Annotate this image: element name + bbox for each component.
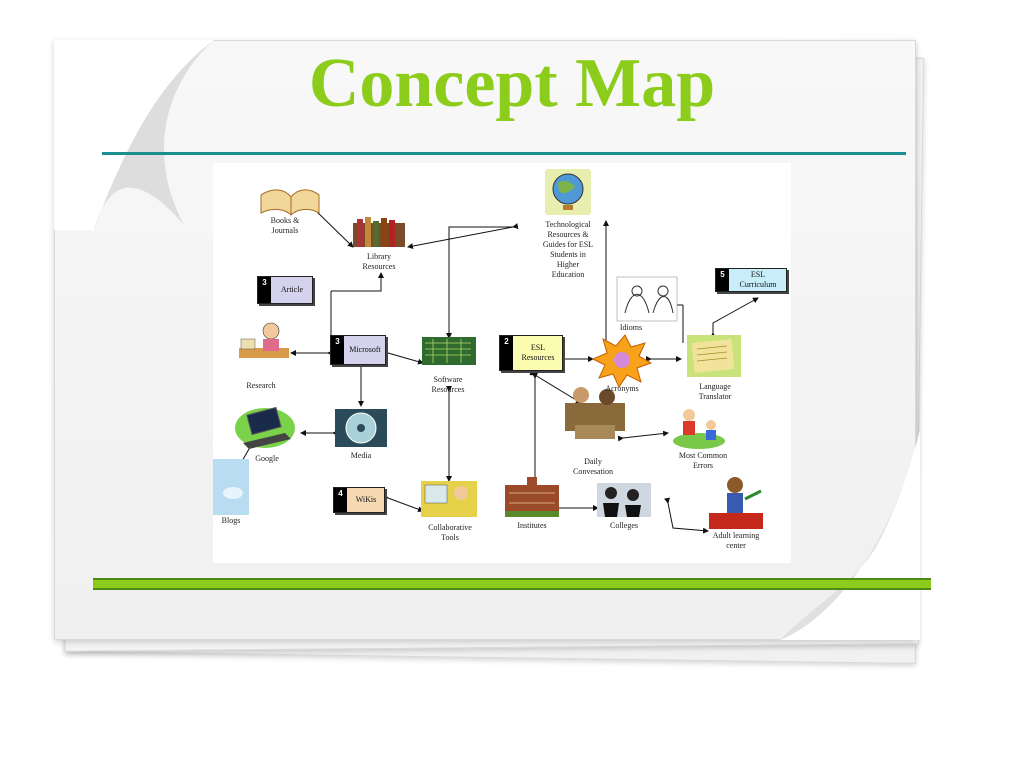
blogs-image-icon bbox=[213, 459, 249, 515]
box-article-number: 3 bbox=[258, 277, 271, 303]
software-board-icon bbox=[422, 337, 476, 365]
node-colleges: Colleges bbox=[610, 521, 638, 530]
box-wikis-label: WiKis bbox=[355, 495, 377, 504]
box-microsoft-label: Microsoft bbox=[349, 345, 381, 354]
node-blogs: Blogs bbox=[221, 516, 241, 525]
researcher-icon bbox=[239, 322, 289, 358]
graduates-icon bbox=[597, 483, 651, 517]
kids-playing-icon bbox=[673, 409, 725, 449]
node-software-resources: Software Resources bbox=[431, 375, 465, 394]
box-esl-resources: 2 ESL Resources bbox=[499, 335, 563, 371]
node-books-journals: Books & Journals bbox=[270, 216, 300, 235]
box-esl-resources-label: ESL Resources bbox=[521, 343, 555, 362]
title-underline bbox=[102, 152, 906, 155]
node-collaborative-tools: Collaborative Tools bbox=[428, 523, 472, 542]
adult-learner-icon bbox=[709, 477, 763, 529]
page-curl-top-left bbox=[54, 40, 214, 230]
node-google: Google bbox=[255, 454, 279, 463]
node-most-common-errors: Most Common Errors bbox=[678, 451, 728, 470]
page-title: Concept Map bbox=[308, 45, 716, 122]
esl-starburst-icon bbox=[591, 334, 653, 389]
node-institutes: Institutes bbox=[517, 521, 547, 530]
institutes-building-icon bbox=[505, 477, 559, 517]
node-media: Media bbox=[350, 451, 372, 460]
library-books-icon bbox=[353, 217, 405, 247]
box-article: 3 Article bbox=[257, 276, 313, 304]
node-acronyms: Acronyms bbox=[605, 384, 639, 393]
node-library-resources: Library Resources bbox=[362, 252, 396, 271]
concept-map-graphics bbox=[213, 169, 763, 534]
cd-media-icon bbox=[335, 409, 387, 447]
box-esl-curriculum-label: ESL Curriculum bbox=[739, 270, 777, 289]
box-article-label: Article bbox=[280, 285, 304, 294]
node-idioms: Idioms bbox=[619, 323, 643, 332]
node-daily-conversation: Daily Convesation bbox=[573, 457, 613, 476]
bottom-divider bbox=[93, 578, 931, 590]
conversation-group-icon bbox=[565, 387, 625, 439]
box-esl-resources-number: 2 bbox=[500, 336, 513, 370]
translator-notepad-icon bbox=[687, 335, 741, 377]
box-wikis: 4 WiKis bbox=[333, 487, 385, 513]
node-research: Research bbox=[246, 381, 276, 390]
concept-map: Technological Resources & Guides for ESL… bbox=[213, 163, 791, 563]
collaborative-computer-icon bbox=[421, 481, 477, 517]
laptop-icon bbox=[235, 406, 295, 449]
box-esl-curriculum-number: 5 bbox=[716, 269, 729, 291]
node-adult-learning-center: Adult learning center bbox=[712, 531, 760, 550]
box-wikis-number: 4 bbox=[334, 488, 347, 512]
globe-icon bbox=[545, 169, 591, 215]
node-tech-resources: Technological Resources & Guides for ESL… bbox=[542, 220, 594, 279]
box-microsoft-number: 3 bbox=[331, 336, 344, 364]
node-language-translator: Language Translator bbox=[698, 382, 732, 401]
box-esl-curriculum: 5 ESL Curriculum bbox=[715, 268, 787, 292]
box-microsoft: 3 Microsoft bbox=[330, 335, 386, 365]
open-book-icon bbox=[260, 189, 320, 216]
idioms-cartoon-icon bbox=[616, 276, 678, 322]
